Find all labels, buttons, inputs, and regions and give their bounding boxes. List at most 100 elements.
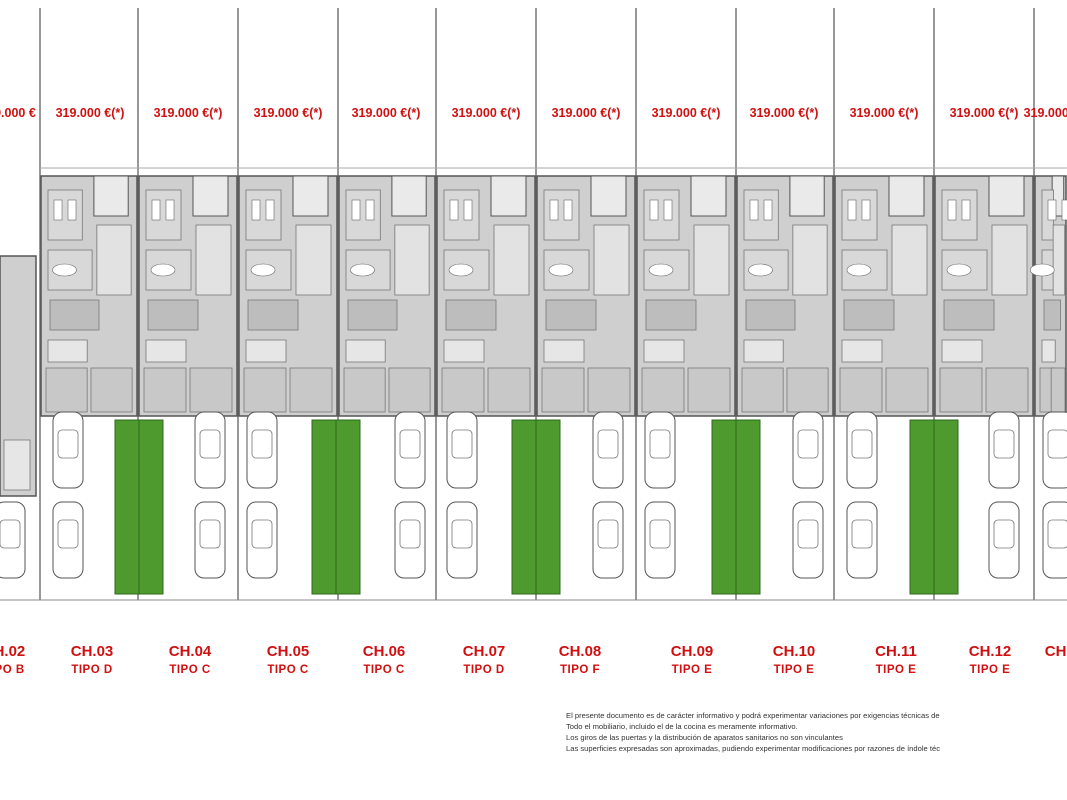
car-roof (1047, 519, 1067, 549)
bed (861, 199, 871, 221)
car-roof (0, 519, 21, 549)
note-line: Las superficies expresadas son aproximad… (566, 744, 940, 753)
price-label: 319.000 €(*) (552, 106, 621, 120)
patio (590, 175, 627, 217)
kitchen (47, 339, 88, 363)
table (52, 263, 77, 277)
car-roof (451, 519, 473, 549)
car-roof (1047, 429, 1067, 459)
kitchen (643, 339, 685, 363)
bed (67, 199, 77, 221)
car-roof (399, 519, 421, 549)
stair (49, 299, 100, 331)
room (243, 367, 287, 413)
car-roof (649, 429, 671, 459)
car-roof (57, 429, 79, 459)
car-roof (199, 429, 221, 459)
unit-type-label: TIPO E (672, 664, 713, 676)
room (985, 367, 1029, 413)
price-label: 319.000 €(*) (254, 106, 323, 120)
table (946, 263, 972, 277)
room (587, 367, 631, 413)
stair (545, 299, 597, 331)
room (939, 367, 983, 413)
room (991, 224, 1028, 296)
unit-code-label: CH.10 (773, 643, 816, 660)
room (189, 367, 233, 413)
price-label: 319.000 €(*) (154, 106, 223, 120)
kitchen (543, 339, 585, 363)
bed (1061, 199, 1067, 221)
table (1029, 263, 1055, 277)
car-roof (993, 519, 1015, 549)
car-roof (993, 429, 1015, 459)
room (693, 224, 730, 296)
table (846, 263, 872, 277)
room (195, 224, 232, 296)
bed (251, 199, 261, 221)
car-roof (597, 429, 619, 459)
room (643, 189, 680, 241)
room (443, 189, 480, 241)
unit-type-label: TIPO E (970, 664, 1011, 676)
price-label: 319.000 €(*) (56, 106, 125, 120)
bed (847, 199, 857, 221)
price-label: 319.000 €(*) (452, 106, 521, 120)
room (541, 367, 585, 413)
bed (961, 199, 971, 221)
table (350, 263, 375, 277)
price-labels: 319.000 € 319.000 €(*) 319.000 €(*) 319.000… (0, 106, 1067, 120)
patio (888, 175, 925, 217)
room (143, 367, 187, 413)
price-label: 319.000 €(*) (950, 106, 1019, 120)
bed (549, 199, 559, 221)
patio (490, 175, 527, 217)
table (448, 263, 474, 277)
room (45, 367, 88, 413)
room (388, 367, 431, 413)
bed (763, 199, 773, 221)
bed (265, 199, 275, 221)
room (343, 367, 386, 413)
parking-areas (0, 411, 1067, 595)
room (891, 224, 928, 296)
patio (391, 175, 427, 217)
car-roof (597, 519, 619, 549)
unit-type-label: TIPO B (0, 664, 25, 676)
car-roof (57, 519, 79, 549)
table (748, 263, 773, 277)
price-label: 319.000 €(*) (850, 106, 919, 120)
bed (463, 199, 473, 221)
unit-type-label: TIPO D (71, 664, 112, 676)
unit-type-label: TIPO C (363, 664, 404, 676)
unit-code-label: CH.09 (671, 643, 714, 660)
table (250, 263, 276, 277)
bed (151, 199, 161, 221)
room (743, 189, 779, 241)
room (289, 367, 333, 413)
room (641, 367, 685, 413)
unit-code-label: CH.02 (0, 643, 25, 660)
patio (988, 175, 1025, 217)
bed (165, 199, 175, 221)
unit-type-label: TIPO E (876, 664, 917, 676)
price-label: 319.000 € (0, 106, 36, 120)
car-roof (649, 519, 671, 549)
price-label: 319.000 €(*) (750, 106, 819, 120)
building-footprints (0, 175, 1067, 497)
bed (53, 199, 63, 221)
room (47, 189, 83, 241)
room (90, 367, 133, 413)
room (1052, 224, 1066, 296)
patio (690, 175, 727, 217)
unit-code-label: CH.05 (267, 643, 310, 660)
patio (789, 175, 825, 217)
bed (449, 199, 459, 221)
unit-code-label: CH.13 (1045, 643, 1067, 660)
room (394, 224, 430, 296)
note-line: El presente documento es de carácter inf… (566, 711, 940, 720)
unit-code-label: CH.08 (559, 643, 602, 660)
unit-type-label: TIPO E (774, 664, 815, 676)
car-roof (851, 519, 873, 549)
